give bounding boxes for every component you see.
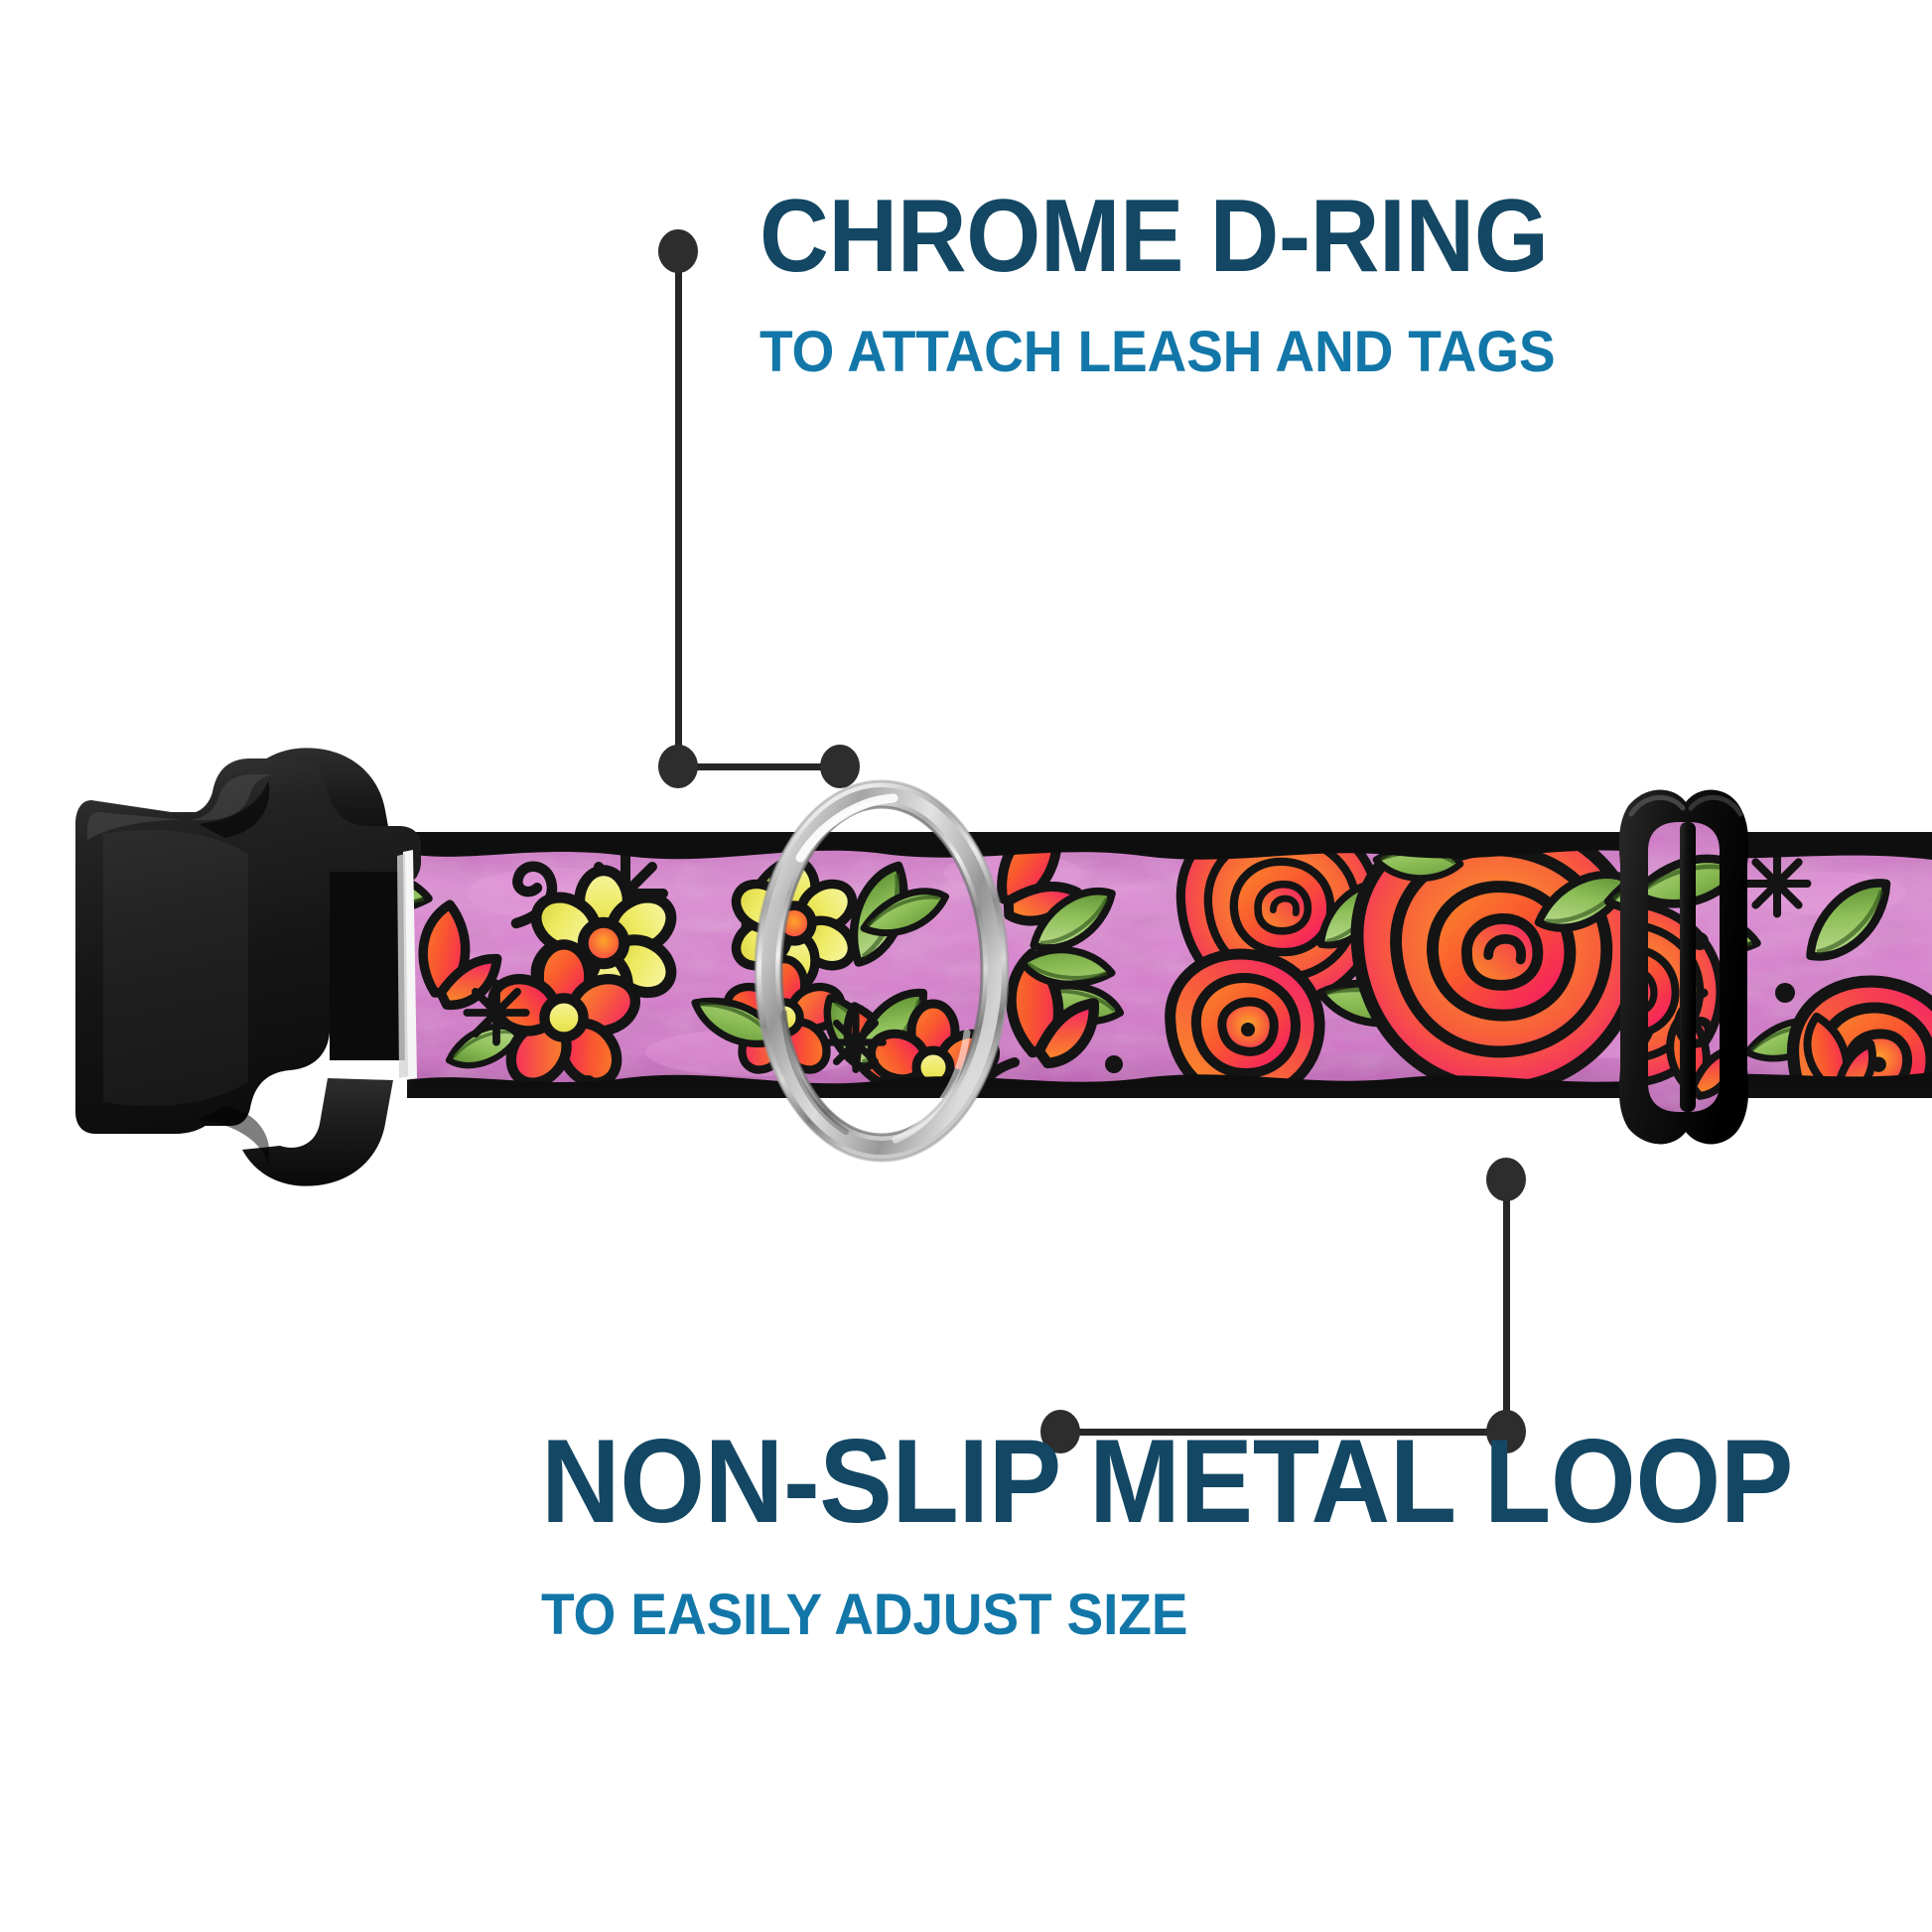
callout-chrome-d-ring: CHROME D-RING TO ATTACH LEASH AND TAGS — [759, 185, 1607, 381]
callout-title-chrome-d-ring: CHROME D-RING — [759, 179, 1549, 294]
callout-title-non-slip-metal-loop: NON-SLIP METAL LOOP — [541, 1415, 1793, 1548]
leader-horizontal-segment — [1060, 1429, 1506, 1436]
callout-non-slip-metal-loop: NON-SLIP METAL LOOP TO EASILY ADJUST SIZ… — [541, 1422, 1902, 1644]
tri-glide-slider — [1618, 789, 1749, 1145]
callout-subtitle-chrome-d-ring: TO ATTACH LEASH AND TAGS — [759, 320, 1556, 384]
leader-dot-corner — [658, 745, 698, 788]
leader-dot-corner — [1486, 1410, 1526, 1453]
callout-subtitle-non-slip-metal-loop: TO EASILY ADJUST SIZE — [541, 1583, 1188, 1647]
rose-motif — [1180, 813, 1378, 1004]
leader-dot-end — [820, 745, 860, 788]
leader-horizontal-segment — [678, 763, 840, 770]
rose-motif — [1357, 818, 1637, 1089]
leader-dot-top — [658, 229, 698, 273]
leader-dot-end — [1040, 1410, 1080, 1453]
side-release-buckle — [75, 748, 421, 1186]
buckle-edge-highlight — [403, 850, 417, 1080]
buckle-body — [79, 766, 419, 1126]
leader-vertical-segment — [1503, 1179, 1510, 1432]
slider-outer-frame — [1618, 789, 1749, 1145]
chrome-d-ring — [754, 779, 1010, 1163]
leader-dot-top — [1486, 1158, 1526, 1201]
leader-vertical-segment — [675, 251, 682, 768]
webbing-strap — [407, 813, 1932, 1098]
